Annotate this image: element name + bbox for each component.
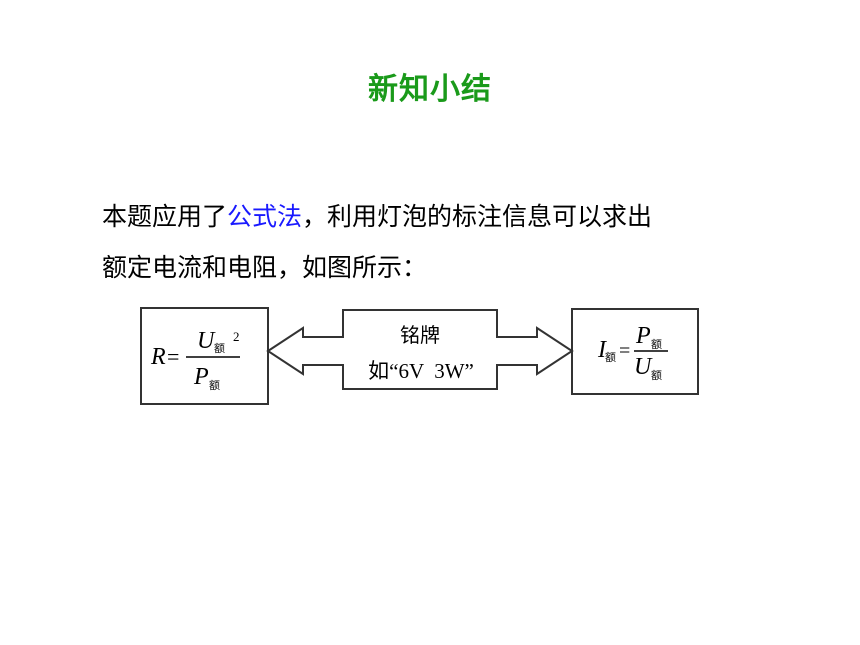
nameplate-label: 铭牌 xyxy=(400,323,440,347)
paragraph-text: ，利用灯泡的标注信息可以求出 xyxy=(302,202,653,231)
rated-subscript: 额 xyxy=(209,379,220,392)
equals-sign: = xyxy=(167,344,179,369)
paragraph-text: 本题应用了 xyxy=(102,202,228,231)
paragraph-line-2: 额定电流和电阻，如图所示： xyxy=(102,253,428,282)
power-symbol: P xyxy=(635,323,651,349)
squared-superscript: 2 xyxy=(233,329,240,344)
rated-subscript: 额 xyxy=(651,369,662,382)
resistance-symbol: R xyxy=(150,344,166,370)
nameplate-example: 如“6V 3W” xyxy=(368,359,474,383)
double-arrow xyxy=(266,309,574,390)
rated-subscript: 额 xyxy=(651,338,662,351)
page-title: 新知小结 xyxy=(368,72,492,107)
power-symbol: P xyxy=(193,364,209,390)
voltage-symbol: U xyxy=(634,354,653,380)
rated-subscript: 额 xyxy=(214,342,225,355)
voltage-symbol: U xyxy=(197,328,216,354)
highlight-term: 公式法 xyxy=(227,202,303,231)
resistance-formula-box xyxy=(140,307,269,405)
equals-sign: = xyxy=(619,340,630,362)
current-symbol: I xyxy=(597,337,607,363)
rated-subscript: 额 xyxy=(605,351,616,364)
paragraph-line-1: 本题应用了公式法，利用灯泡的标注信息可以求出 xyxy=(102,200,652,234)
